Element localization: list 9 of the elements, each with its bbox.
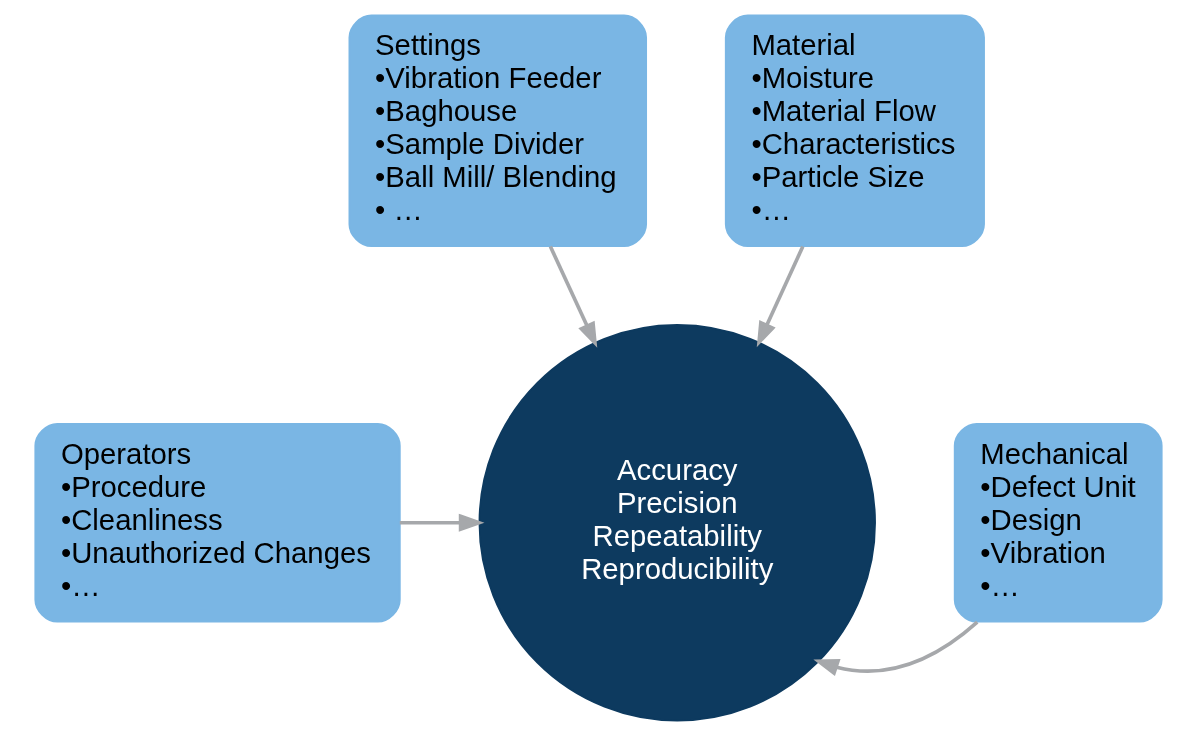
node-box: Material •Moisture •Material Flow •Characteristics •Particle Size •… bbox=[724, 14, 985, 248]
arrow bbox=[399, 513, 485, 532]
arrow bbox=[548, 245, 598, 348]
arrow bbox=[813, 620, 979, 677]
node-circle: Accuracy Precision Repeatability Reproducibility bbox=[478, 324, 876, 722]
node-box: Settings •Vibration Feeder •Baghouse •Sample Divider •Ball Mill/ Blending • … bbox=[348, 14, 648, 248]
arrow bbox=[756, 245, 805, 348]
node-box: Operators •Procedure •Cleanliness •Unauthorized Changes •… bbox=[34, 422, 401, 623]
node-box: Mechanical •Defect Unit •Design •Vibration •… bbox=[953, 422, 1163, 623]
